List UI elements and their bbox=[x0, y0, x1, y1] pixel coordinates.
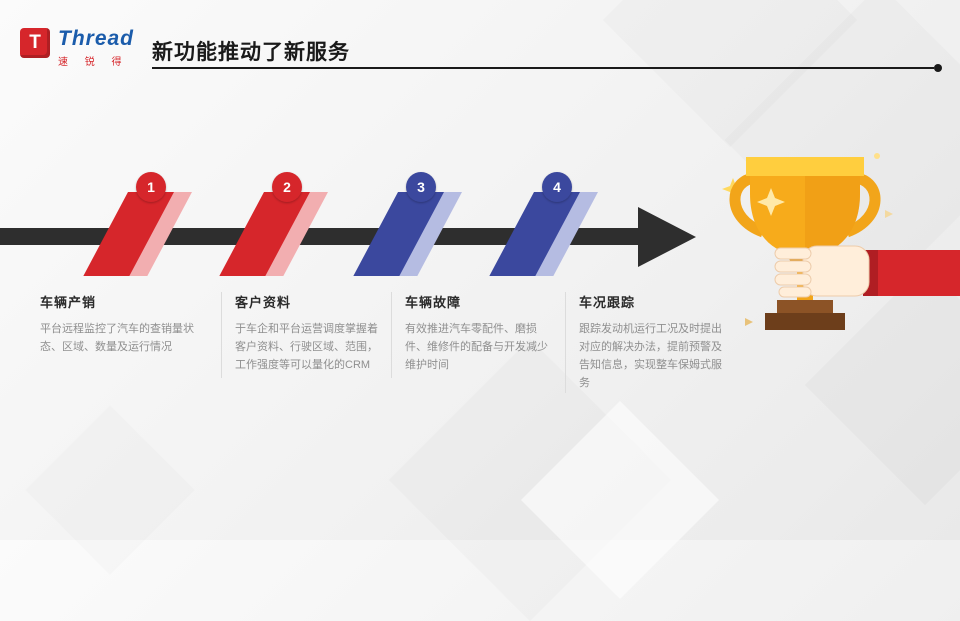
bg-diamond bbox=[603, 0, 858, 147]
step-description: 有效推进汽车零配件、磨损件、维修件的配备与开发减少维护时间 bbox=[405, 323, 548, 372]
page-title: 新功能推动了新服务 bbox=[152, 41, 350, 64]
sparkle-icon bbox=[885, 210, 893, 218]
step-heading: 车辆故障 bbox=[405, 295, 462, 310]
title-underline bbox=[152, 67, 934, 69]
step-column-4: 车况跟踪 跟踪发动机运行工况及时提出对应的解决办法，提前预警及告知信息，实现整车… bbox=[565, 292, 724, 393]
timeline-arrow-head bbox=[638, 207, 696, 267]
step-number-4: 4 bbox=[542, 172, 572, 202]
step-column-2: 客户资料 于车企和平台运营调度掌握着客户资料、行驶区域、范围，工作强度等可以量化… bbox=[221, 292, 383, 378]
step-column-1: 车辆产销 平台远程监控了汽车的查销量状态、区域、数量及运行情况 bbox=[40, 292, 198, 378]
step-column-3: 车辆故障 有效推进汽车零配件、磨损件、维修件的配备与开发减少维护时间 bbox=[391, 292, 550, 378]
sparkle-icon bbox=[874, 153, 880, 159]
bg-diamond bbox=[25, 405, 195, 575]
step-heading: 车况跟踪 bbox=[579, 295, 636, 310]
step-heading: 客户资料 bbox=[235, 295, 292, 310]
thread-logo-icon: T bbox=[20, 28, 50, 58]
brand-subtitle: 速 锐 得 bbox=[58, 57, 129, 68]
trophy-award-illustration bbox=[722, 153, 960, 330]
brand-logo: T Thread 速 锐 得 bbox=[20, 28, 134, 68]
brand-name: Thread bbox=[58, 27, 135, 50]
title-underline-dot bbox=[934, 64, 942, 72]
step-description: 平台远程监控了汽车的查销量状态、区域、数量及运行情况 bbox=[40, 323, 194, 354]
step-number-1: 1 bbox=[136, 172, 166, 202]
step-heading: 车辆产销 bbox=[40, 295, 97, 310]
sparkle-icon bbox=[745, 318, 753, 326]
step-description: 于车企和平台运营调度掌握着客户资料、行驶区域、范围，工作强度等可以量化的CRM bbox=[235, 323, 378, 372]
bg-diamond bbox=[521, 401, 719, 599]
step-number-2: 2 bbox=[272, 172, 302, 202]
step-description: 跟踪发动机运行工况及时提出对应的解决办法，提前预警及告知信息，实现整车保姆式服务 bbox=[579, 323, 722, 390]
step-number-3: 3 bbox=[406, 172, 436, 202]
